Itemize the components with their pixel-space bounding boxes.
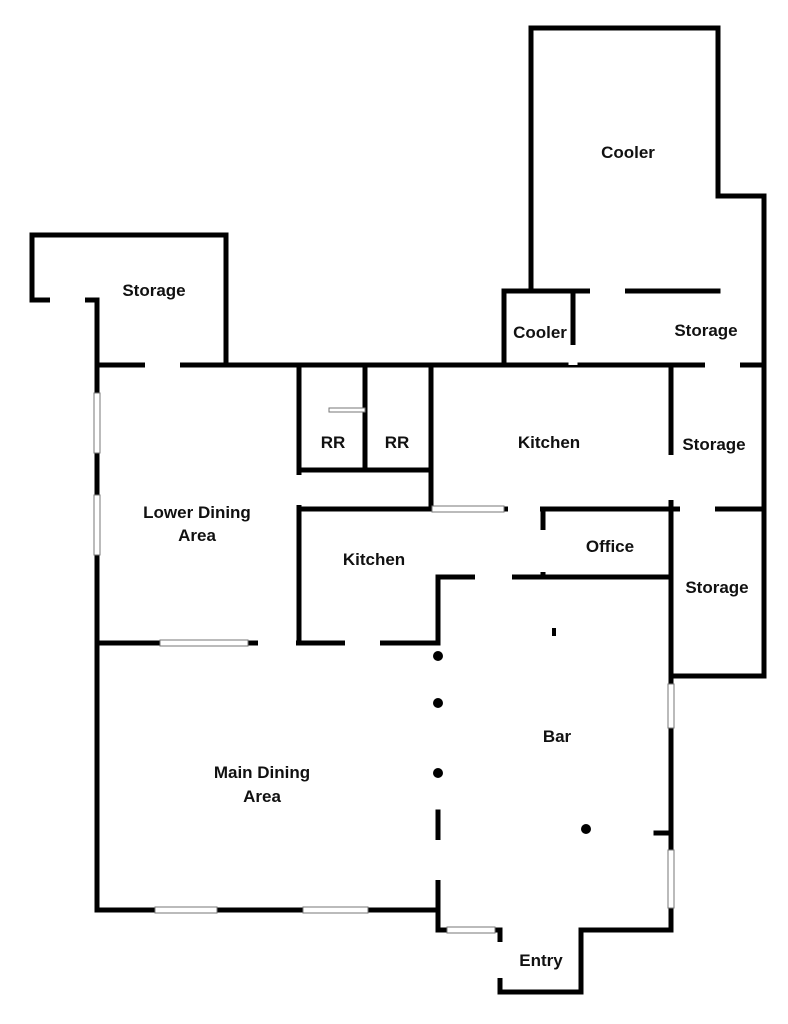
room-label-kitchen-upper: Kitchen — [518, 433, 580, 452]
room-label-rr-2: RR — [385, 433, 410, 452]
room-label-storage-top-right: Storage — [674, 321, 737, 340]
room-label-office: Office — [586, 537, 634, 556]
room-label-storage-right-upper: Storage — [682, 435, 745, 454]
room-label-kitchen-lower: Kitchen — [343, 550, 405, 569]
windows — [93, 392, 675, 934]
room-label-main-dining-line-1: Main Dining — [214, 763, 310, 782]
room-label-storage-top-left: Storage — [122, 281, 185, 300]
columns — [433, 628, 591, 834]
room-labels: Cooler Storage Cooler Storage RR RR Kitc… — [122, 143, 748, 970]
room-label-bar: Bar — [543, 727, 572, 746]
room-label-main-dining-line-2: Area — [243, 787, 281, 806]
room-label-lower-dining-line-2: Area — [178, 526, 216, 545]
room-label-entry: Entry — [519, 951, 563, 970]
room-label-cooler-large: Cooler — [601, 143, 655, 162]
room-label-rr-1: RR — [321, 433, 346, 452]
room-label-lower-dining-line-1: Lower Dining — [143, 503, 251, 522]
room-label-storage-right-lower: Storage — [685, 578, 748, 597]
walls — [29, 25, 767, 995]
room-label-cooler-small: Cooler — [513, 323, 567, 342]
door-openings — [50, 286, 740, 978]
